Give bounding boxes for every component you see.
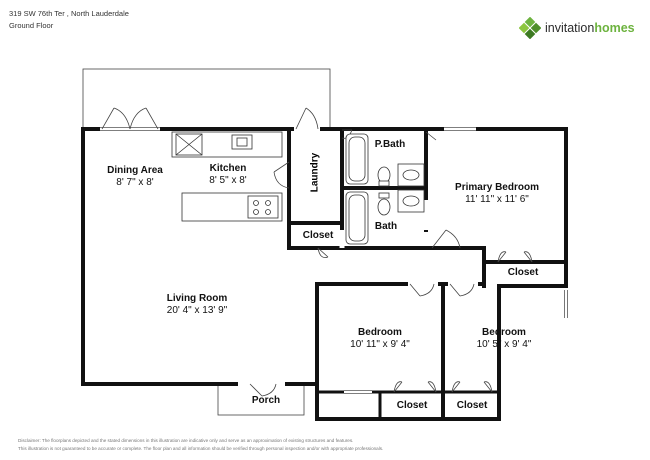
room-name: P.Bath xyxy=(374,139,406,150)
room-living-room: Living Room 20' 4" x 13' 9" xyxy=(167,293,228,316)
room-kitchen: Kitchen 8' 5" x 8' xyxy=(209,163,246,186)
kitchen-fixtures xyxy=(171,131,283,222)
room-dining-area: Dining Area 8' 7" x 8' xyxy=(107,165,163,188)
room-name: Closet xyxy=(507,267,539,278)
diamond-grid-logo-icon xyxy=(519,17,541,39)
room-bedroom-1: Bedroom 10' 11" x 9' 4" xyxy=(350,327,410,350)
brand-name-part2: homes xyxy=(594,21,635,35)
room-name: Living Room xyxy=(166,293,228,304)
room-dimensions: 8' 7" x 8' xyxy=(116,176,154,188)
room-dimensions: 10' 11" x 9' 4" xyxy=(350,338,410,350)
room-name: Bedroom xyxy=(482,327,526,338)
disclaimer-line-2: This illustration is not guaranteed to b… xyxy=(18,446,384,451)
room-dimensions: 11' 11" x 11' 6" xyxy=(465,193,529,205)
room-name: Dining Area xyxy=(107,165,163,176)
room-porch: Porch xyxy=(252,395,280,407)
property-address: 319 SW 76th Ter , North Lauderdale xyxy=(9,9,129,18)
room-name: Kitchen xyxy=(209,163,247,174)
room-name: Porch xyxy=(251,395,281,406)
room-name: Bath xyxy=(374,221,398,232)
room-name: Primary Bedroom xyxy=(455,182,539,193)
room-laundry: Laundry xyxy=(309,152,321,193)
room-closet-primary: Closet xyxy=(508,267,539,279)
disclaimer-line-1: Disclaimer: The floorplans depicted and … xyxy=(18,438,354,443)
rear-patio-outline xyxy=(82,68,331,130)
room-closet-bedroom-2: Closet xyxy=(457,400,488,412)
room-name: Closet xyxy=(396,400,428,411)
room-closet-bedroom-1: Closet xyxy=(397,400,428,412)
room-bedroom-2: Bedroom 10' 5" x 9' 4" xyxy=(477,327,532,350)
room-primary-bedroom: Primary Bedroom 11' 11" x 11' 6" xyxy=(455,182,539,205)
room-bath: Bath xyxy=(375,221,397,233)
room-dimensions: 20' 4" x 13' 9" xyxy=(166,304,228,316)
porch-outline xyxy=(217,383,305,416)
bath-fixtures xyxy=(345,133,425,245)
room-name: Closet xyxy=(456,400,488,411)
floor-label: Ground Floor xyxy=(9,21,54,30)
room-name: Bedroom xyxy=(358,327,402,338)
room-dimensions: 8' 5" x 8' xyxy=(209,174,247,186)
room-closet-hall: Closet xyxy=(303,230,334,242)
room-pbath: P.Bath xyxy=(375,139,405,151)
door-swings xyxy=(101,107,533,397)
room-dimensions: 10' 5" x 9' 4" xyxy=(476,338,532,350)
brand-name-part1: invitation xyxy=(545,21,595,35)
room-name: Closet xyxy=(302,230,334,241)
brand-logo: invitationhomes xyxy=(519,17,635,39)
brand-name: invitationhomes xyxy=(545,21,635,35)
